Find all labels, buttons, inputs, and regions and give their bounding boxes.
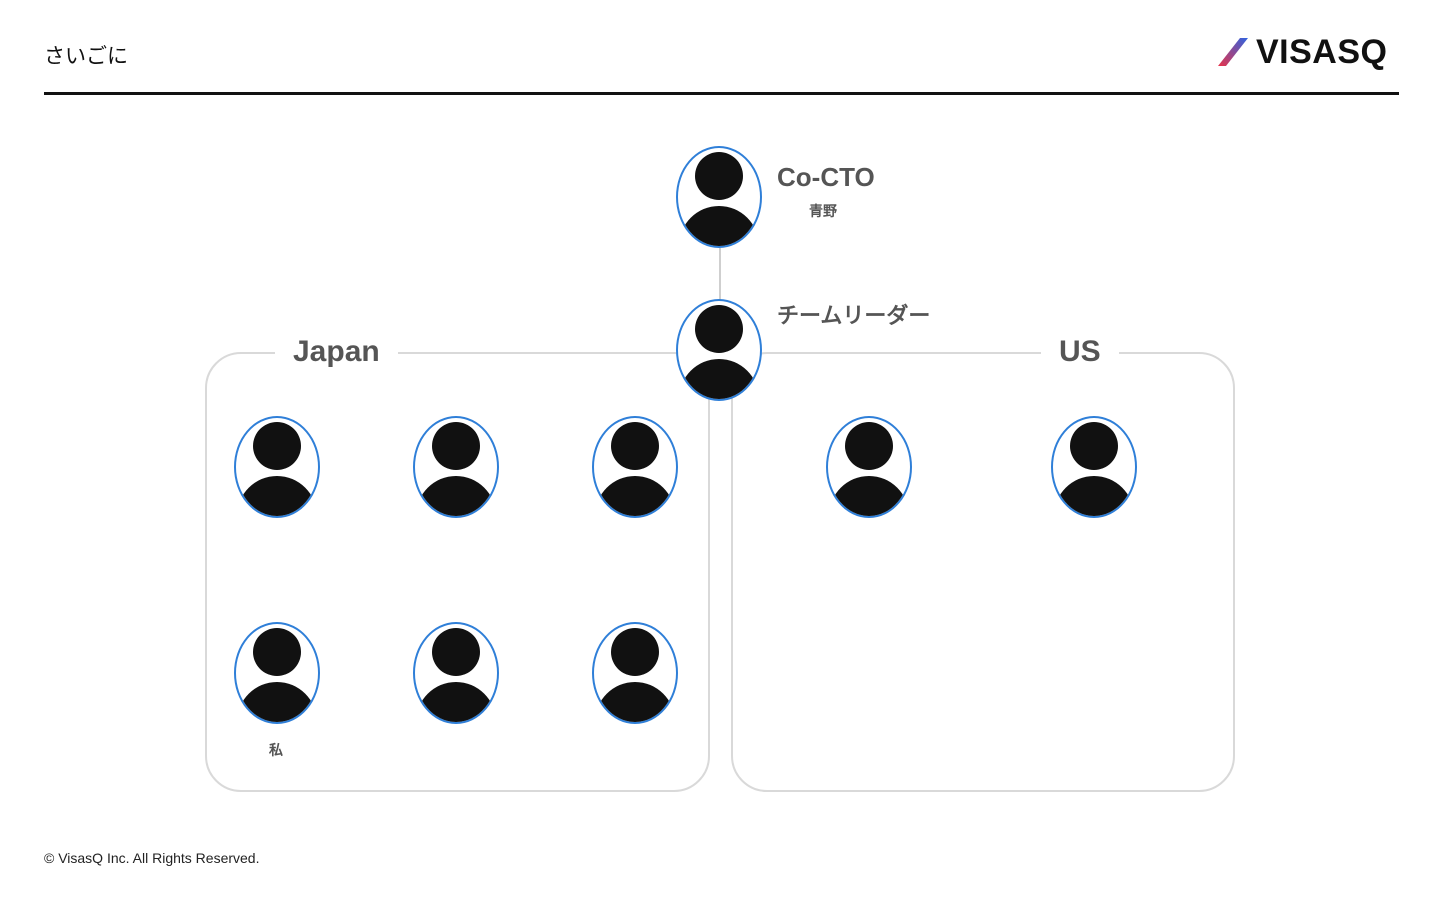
copyright-footer: © VisasQ Inc. All Rights Reserved.: [44, 850, 260, 866]
me-label: 私: [269, 743, 283, 759]
japan-group-label: Japan: [275, 334, 398, 370]
us-member-avatar: [1051, 416, 1137, 518]
visasq-logo: VISASQ: [1216, 32, 1387, 72]
cto-leader-connector: [719, 248, 721, 300]
us-group-label: US: [1041, 334, 1119, 370]
japan-member-avatar: [234, 416, 320, 518]
japan-member-avatar: [413, 622, 499, 724]
japan-member-avatar: [592, 416, 678, 518]
leader-avatar: [676, 299, 762, 401]
page-title: さいごに: [44, 44, 128, 68]
japan-member-avatar: [413, 416, 499, 518]
cto-avatar: [676, 146, 762, 248]
japan-group-box: [205, 352, 710, 792]
cto-name-label: 青野: [809, 204, 837, 220]
us-member-avatar: [826, 416, 912, 518]
logo-text: VISASQ: [1256, 33, 1388, 71]
cto-role-label: Co-CTO: [777, 162, 875, 192]
me-avatar: [234, 622, 320, 724]
logo-slash-icon: [1218, 38, 1248, 66]
header-divider: [44, 92, 1399, 95]
japan-member-avatar: [592, 622, 678, 724]
leader-role-label: チームリーダー: [777, 304, 931, 329]
us-group-box: [731, 352, 1235, 792]
